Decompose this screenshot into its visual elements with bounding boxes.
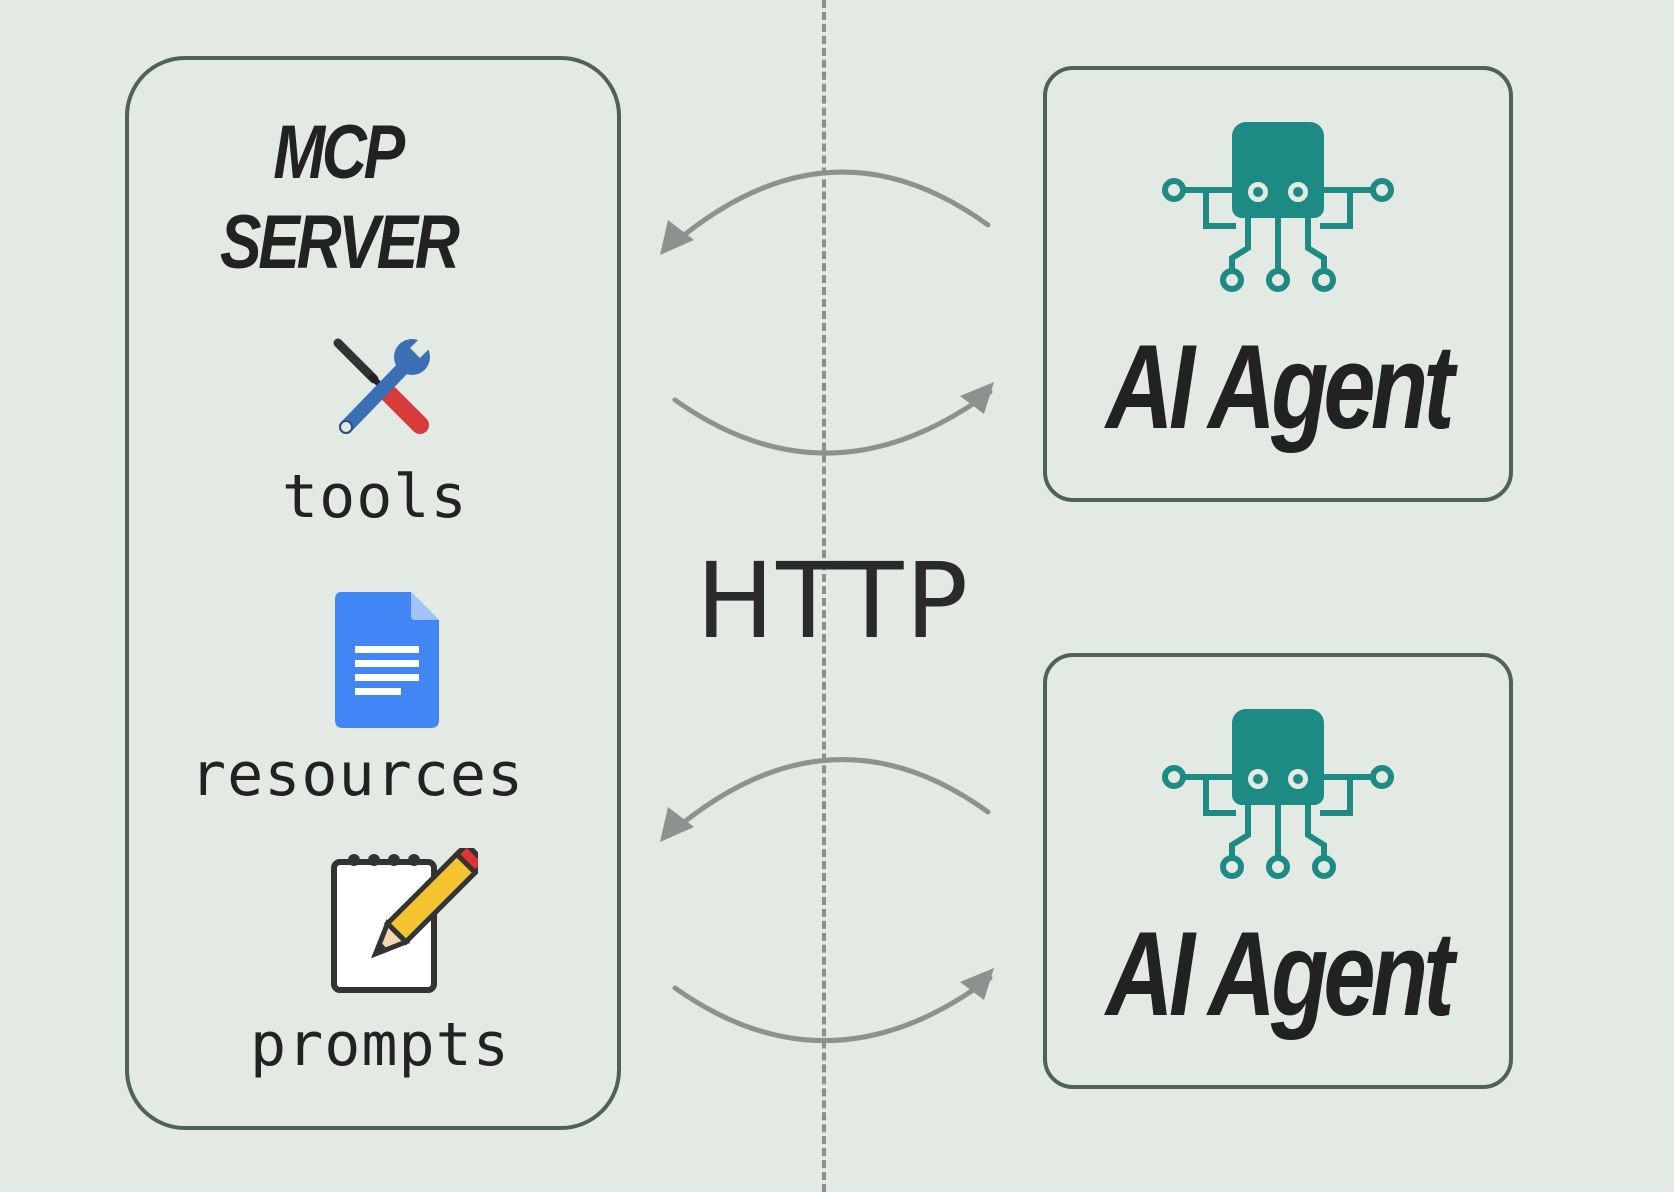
response-arrow-top: [672, 389, 993, 456]
tools-label: tools: [282, 462, 468, 532]
request-arrow-bottom: [669, 757, 991, 835]
ai-agent-label-1: AI Agent: [1106, 320, 1455, 454]
server-title-line1: MCP: [273, 110, 405, 195]
network-divider: [822, 0, 826, 1192]
ai-agent-label-2: AI Agent: [1106, 907, 1455, 1041]
octopus-robot-icon: [1162, 122, 1394, 292]
document-icon: [335, 592, 439, 728]
arrowhead-top-left: [660, 220, 694, 255]
mcp-server-box: [125, 56, 621, 1130]
ai-agent-box-2: [1043, 653, 1513, 1089]
arrowhead-bottom-right: [960, 968, 994, 1000]
octopus-robot-icon: [1162, 709, 1394, 879]
server-title-line2: SERVER: [220, 200, 460, 285]
ai-agent-box-1: [1043, 66, 1513, 502]
resources-label: resources: [190, 740, 525, 810]
response-arrow-bottom: [672, 975, 993, 1043]
tools-icon: [333, 335, 433, 434]
arrowhead-bottom-left: [660, 807, 694, 842]
protocol-label: HTTP: [696, 540, 971, 662]
notepad-pencil-icon: [331, 848, 478, 993]
prompts-label: prompts: [250, 1010, 510, 1080]
server-title: MCP SERVER: [220, 108, 466, 288]
arrowhead-top-right: [960, 382, 994, 414]
request-arrow-top: [669, 169, 991, 248]
